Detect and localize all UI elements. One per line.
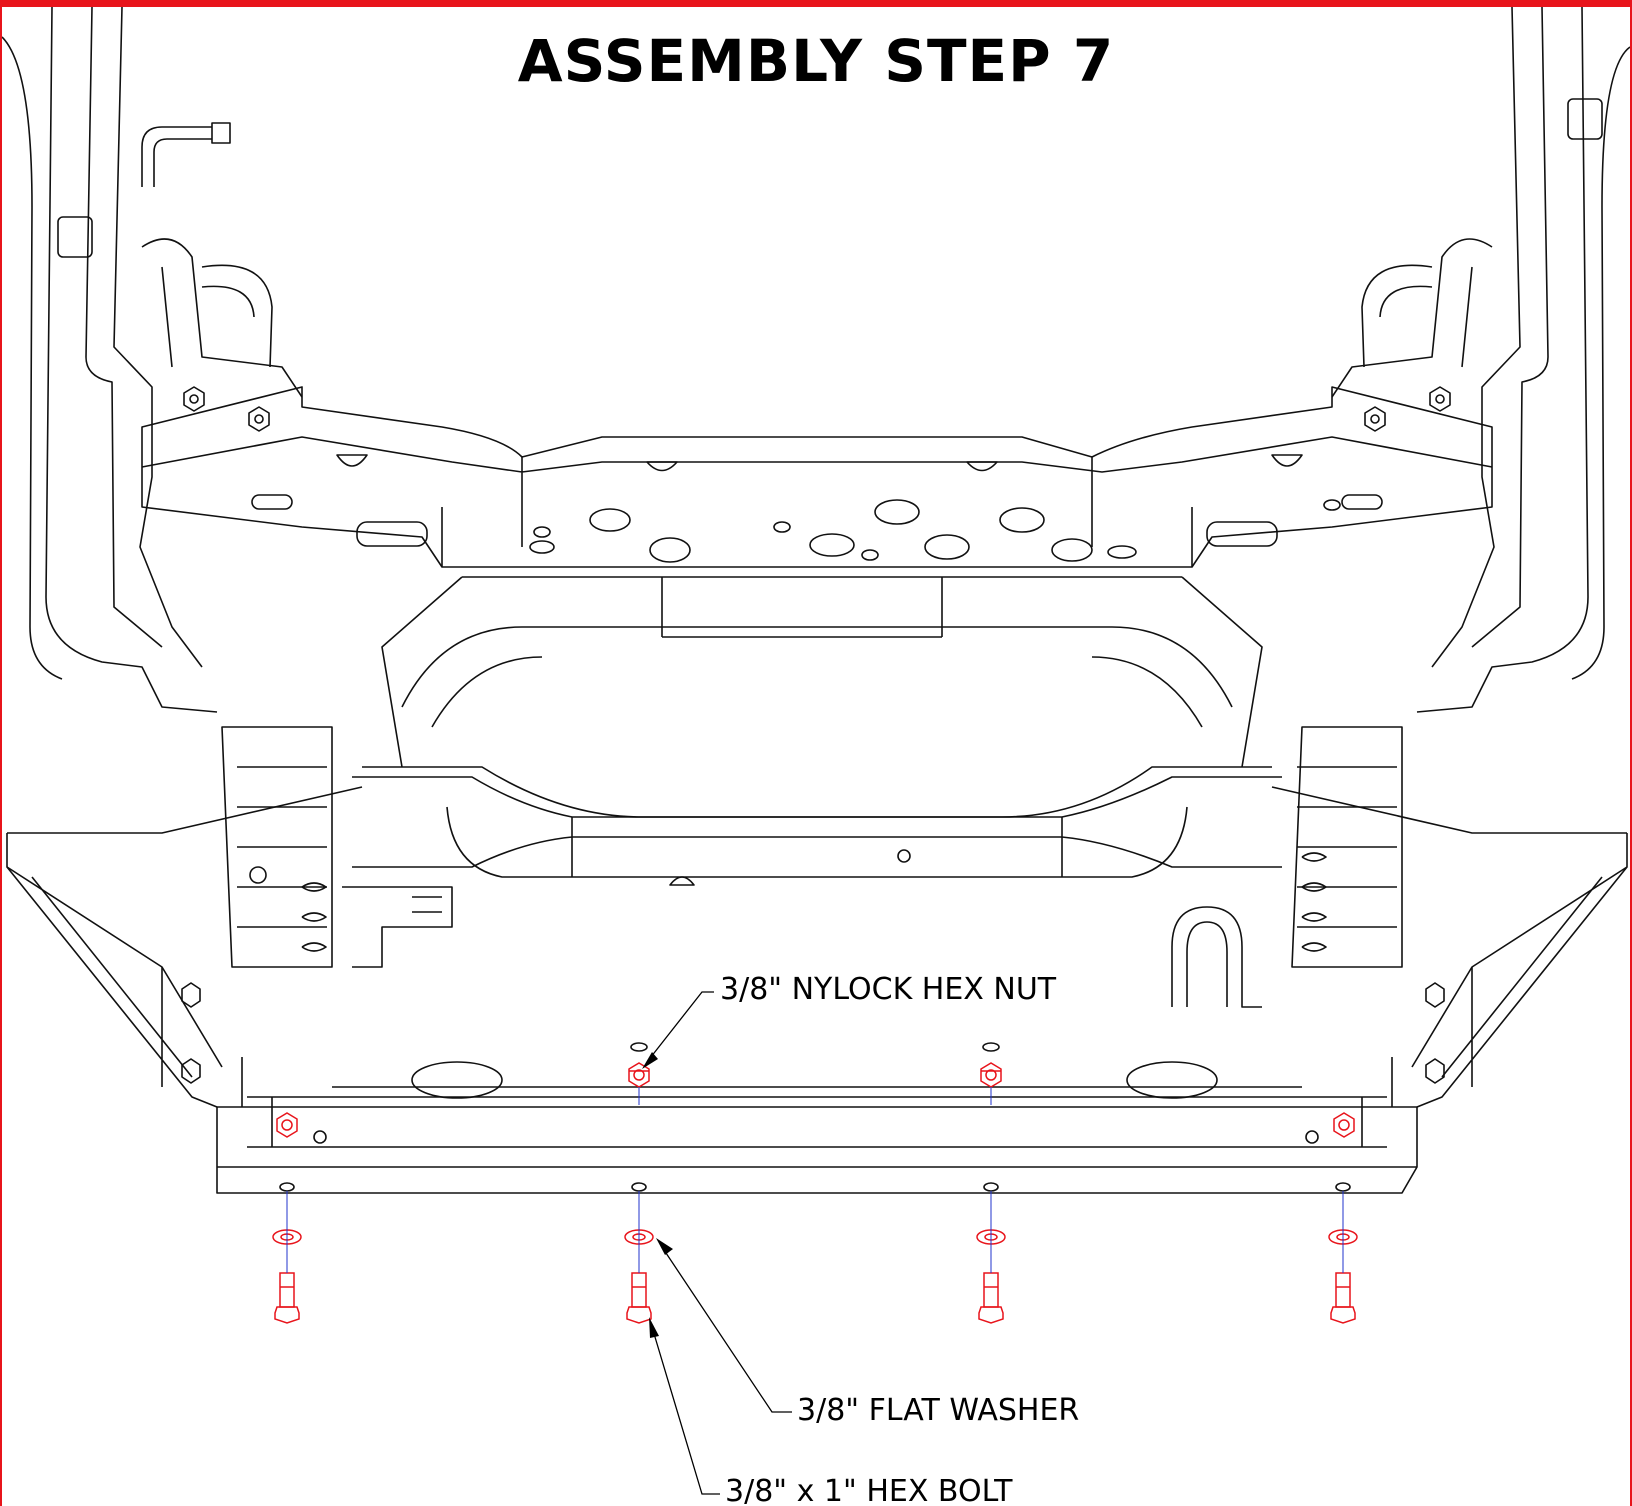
flat-washer-label: 3/8" FLAT WASHER — [797, 1393, 1080, 1428]
bumper-bolt-holes — [279, 1042, 1351, 1192]
hex-bolt-1 — [274, 1272, 300, 1324]
tube-notch — [669, 876, 695, 886]
hex-bolt-2 — [626, 1272, 652, 1324]
hardware-axis-lines — [286, 1087, 1344, 1273]
right-tow-loop — [1171, 906, 1262, 1008]
left-top-bracket — [57, 216, 93, 258]
callout-leaders — [642, 991, 792, 1495]
right-spring-coils — [1301, 852, 1327, 952]
crossmember-bolts — [183, 386, 1451, 432]
left-sensor-bracket — [342, 886, 453, 968]
side-mount-bolts — [181, 866, 1445, 1144]
bolt-leader — [651, 1326, 720, 1495]
right-oval-cutout — [1126, 1061, 1218, 1099]
hex-bolt-3 — [978, 1272, 1004, 1324]
side-hex-nut-right — [1333, 1112, 1355, 1138]
front-crossmember — [141, 386, 1493, 568]
nylock-hex-nut-2 — [980, 1062, 1002, 1088]
crossmember-holes — [251, 454, 1383, 563]
bolt-arrowhead — [649, 1317, 659, 1338]
left-upper-bracket — [141, 238, 303, 398]
washer-arrowhead — [656, 1238, 673, 1255]
right-top-bracket — [1567, 98, 1603, 140]
left-frame-rail-inner — [85, 7, 163, 648]
tube-hole — [897, 849, 911, 863]
right-upper-bracket — [1331, 238, 1493, 398]
hex-bolt-4 — [1330, 1272, 1356, 1324]
bumper-lower-plate — [216, 1106, 1418, 1194]
left-tank-bulge — [201, 264, 273, 368]
nylock-hex-nut-1 — [628, 1062, 650, 1088]
bumper-mid-bar — [247, 1096, 1387, 1148]
nut-arrowhead — [642, 1052, 658, 1069]
bumper-right-wing — [1416, 866, 1628, 1108]
right-rail-outer-edge — [1571, 46, 1630, 680]
side-hex-nut-left — [276, 1112, 298, 1138]
left-spring — [221, 726, 333, 968]
left-frame-rail — [45, 7, 218, 713]
nut-leader — [646, 991, 714, 1063]
hex-bolt-label: 3/8" x 1" HEX BOLT — [725, 1474, 1013, 1506]
right-frame-rail-inner — [1471, 7, 1549, 648]
technical-drawing — [2, 7, 1630, 1495]
washer-leader — [661, 1246, 792, 1413]
step-title: ASSEMBLY STEP 7 — [517, 27, 1115, 95]
vehicle-frame — [2, 7, 1630, 1194]
center-skid-outline — [362, 576, 1272, 818]
right-spring — [1291, 726, 1403, 968]
right-tank-bulge — [1361, 264, 1433, 368]
lower-crossmember-tube — [352, 776, 1282, 878]
bumper-top-edge — [6, 786, 1628, 1068]
left-spring-coils — [301, 882, 327, 952]
coolant-pipe — [141, 122, 231, 187]
front-crossmember-edge — [141, 436, 1493, 567]
left-rail-outer-edge — [2, 36, 63, 680]
bumper-inner-frame — [241, 1057, 1393, 1107]
right-frame-rail — [1416, 7, 1589, 713]
center-skid-curves — [401, 626, 1233, 728]
bumper-left-wing — [6, 866, 218, 1108]
nylock-hex-nut-label: 3/8" NYLOCK HEX NUT — [720, 972, 1057, 1007]
left-oval-cutout — [411, 1061, 503, 1099]
